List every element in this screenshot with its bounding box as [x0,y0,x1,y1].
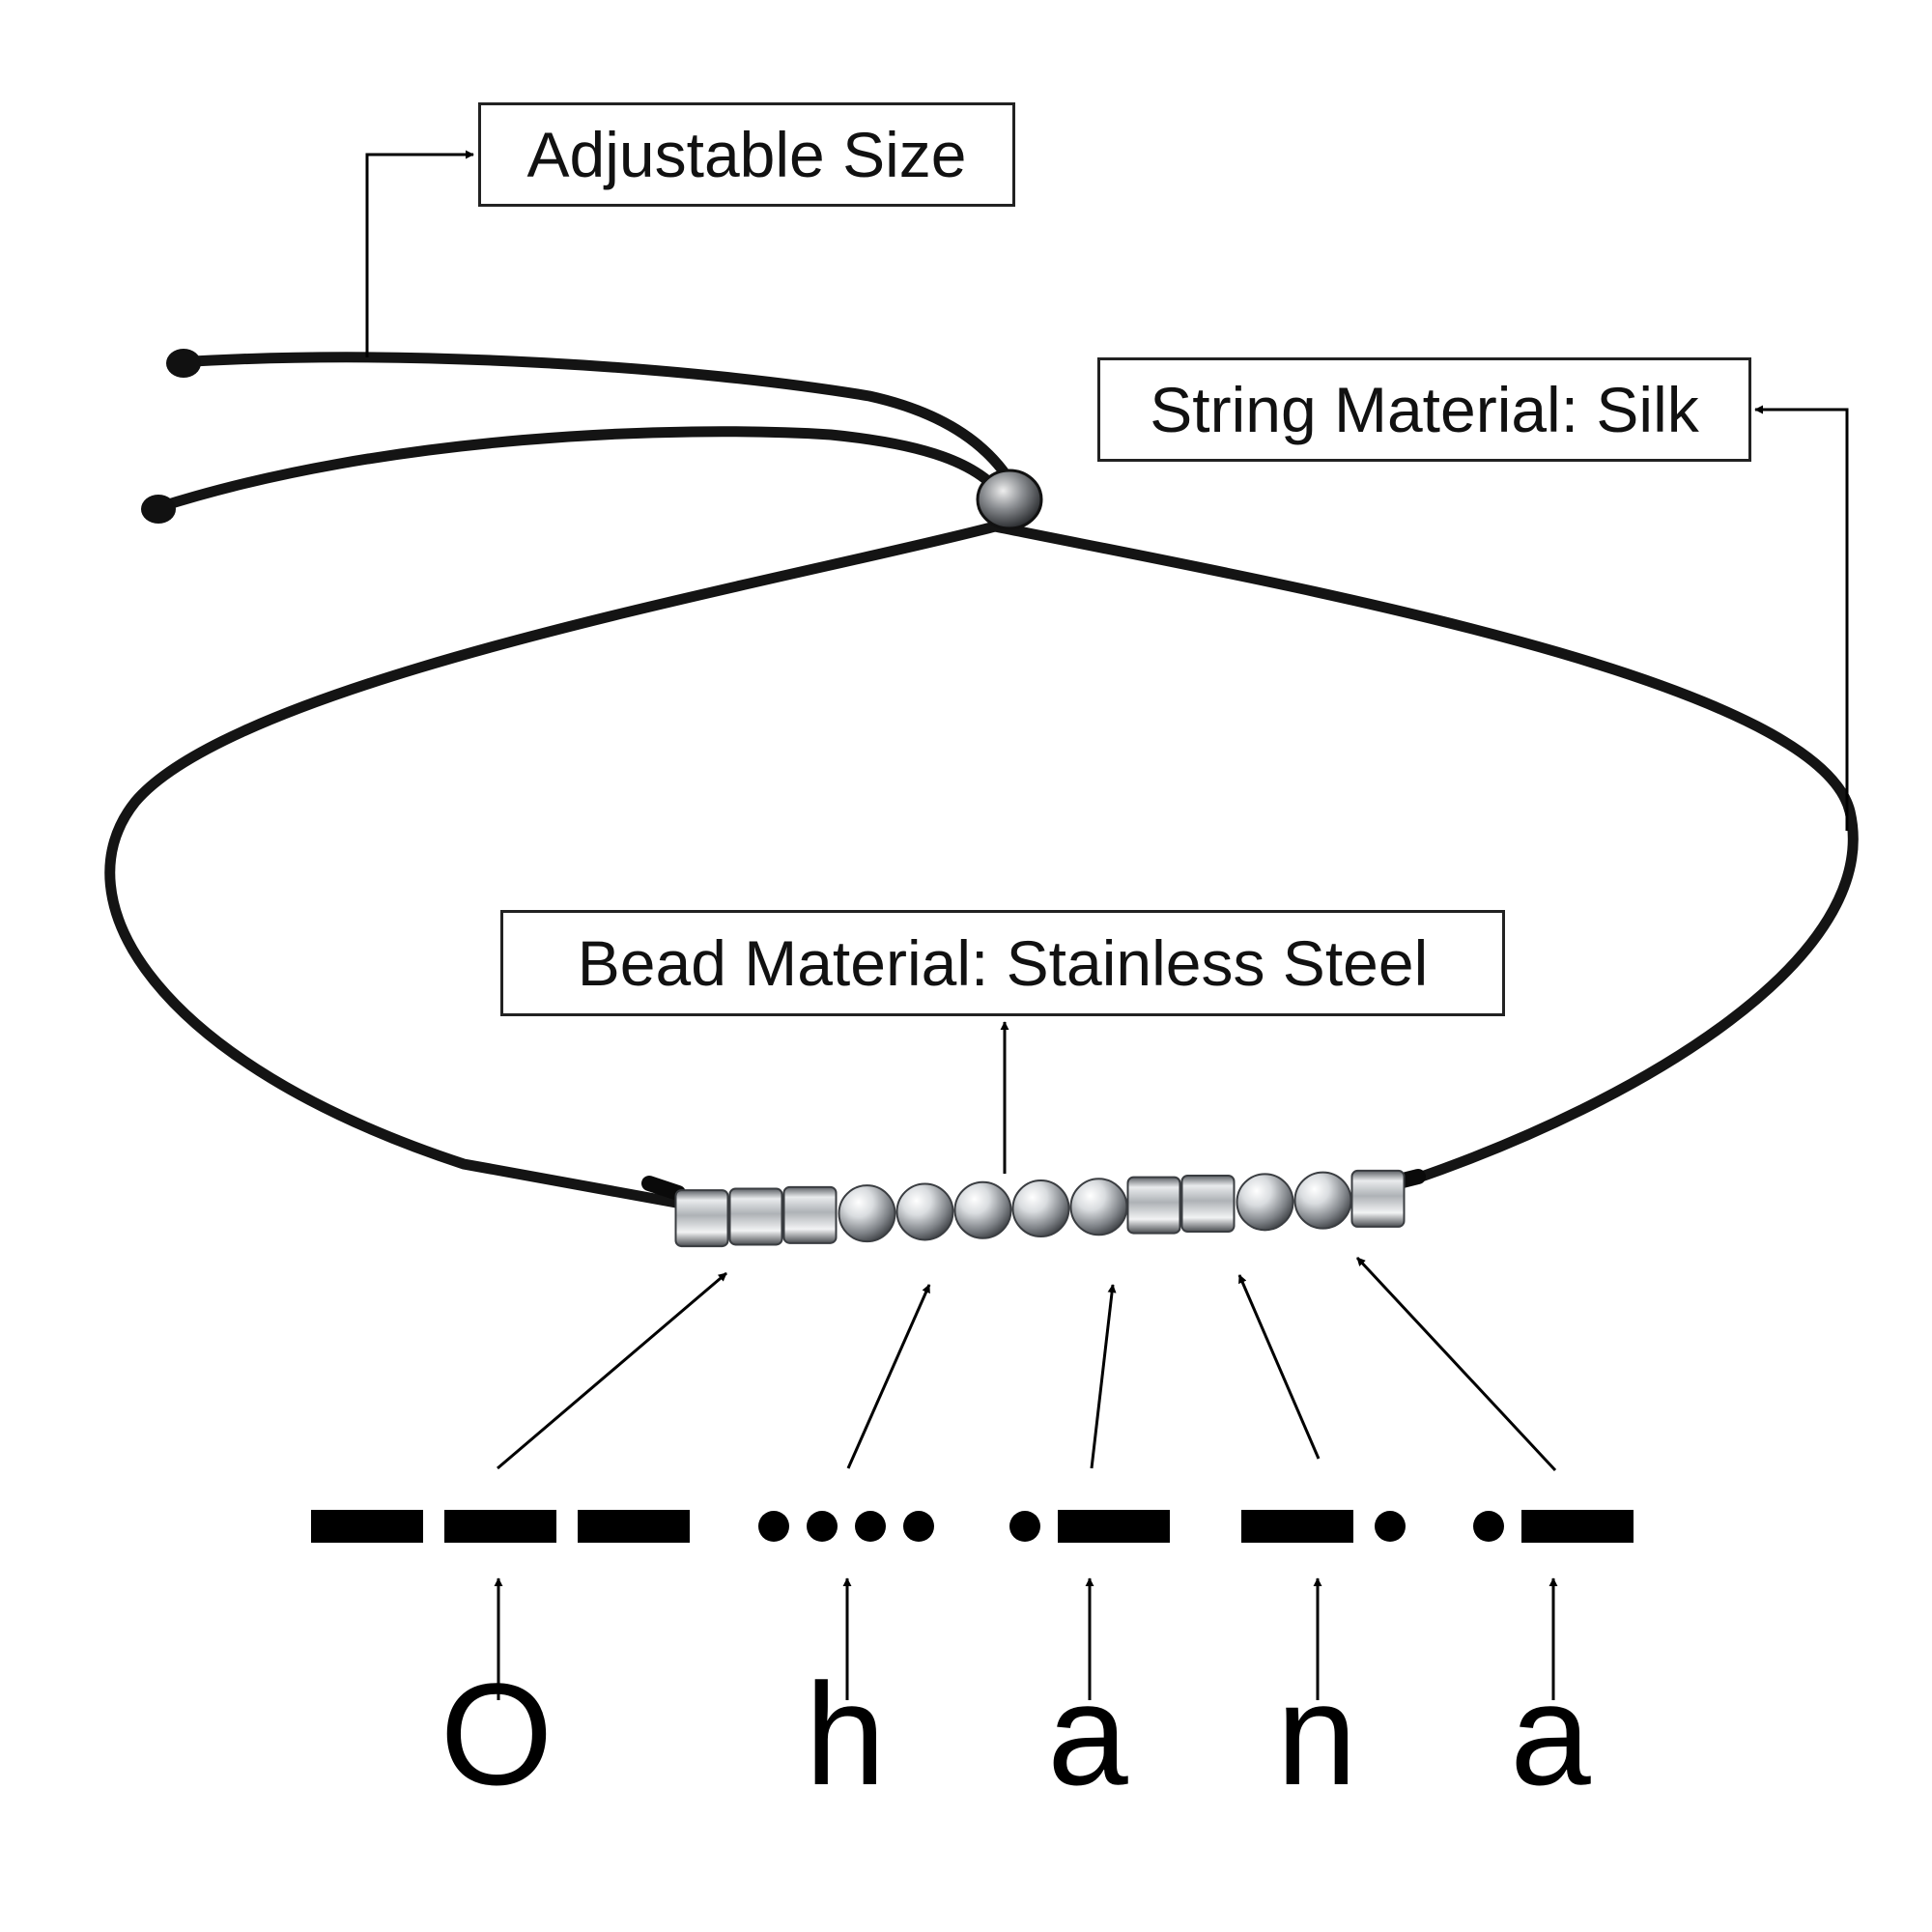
callout-arrows [365,150,1849,1174]
bead-ball [1293,1171,1352,1230]
bead-ball [953,1180,1012,1239]
morse-dash [1521,1510,1634,1543]
bead-tube [674,1189,729,1248]
adjustable-size-label: Adjustable Size [478,102,1015,207]
letter-h: h [805,1653,886,1815]
morse-dash [311,1510,423,1543]
letter-to-morse-arrows [494,1577,1558,1700]
morse-dash [1241,1510,1353,1543]
cord-loop-left [104,521,1001,1208]
morse-dash [1058,1510,1170,1543]
letter-o: O [440,1653,554,1815]
bead-row [674,1169,1406,1248]
letter-a-first: a [1047,1653,1128,1815]
string-material-arrow [1754,405,1849,831]
bead-tube [1126,1176,1181,1235]
morse-code-row [311,1510,1634,1543]
morse-dot [855,1511,886,1542]
bead-ball [895,1182,954,1241]
bead-ball [838,1184,896,1243]
adjustable-size-arrow [365,150,474,357]
slider-bead [976,469,1043,530]
letter-a-second: a [1510,1653,1591,1815]
cord-loop-right [989,521,1859,1186]
morse-to-bead-arrows [497,1256,1557,1472]
morse-arrow-n [1237,1274,1321,1460]
bead-ball [1011,1179,1070,1237]
morse-dash [578,1510,690,1543]
morse-dot [1375,1511,1406,1542]
morse-dot [1473,1511,1504,1542]
morse-dot [807,1511,838,1542]
morse-dot [903,1511,934,1542]
cord-end-upper [173,352,1020,494]
bead-tube [782,1185,838,1244]
cord-knot-lower [141,495,176,524]
morse-arrow-o [497,1271,727,1470]
morse-dot [758,1511,789,1542]
bead-tube [728,1187,783,1246]
cord [104,349,1859,1208]
bead-ball [1236,1173,1294,1232]
cord-knot-left-of-beads [641,1176,686,1201]
cord-knot-upper [166,349,201,378]
bead-tube [1350,1169,1406,1228]
morse-dash [444,1510,556,1543]
bead-material-label: Bead Material: Stainless Steel [500,910,1505,1016]
morse-arrow-a1 [1090,1284,1117,1469]
string-material-label: String Material: Silk [1097,357,1751,462]
morse-dot [1009,1511,1040,1542]
bead-ball [1069,1178,1128,1236]
bead-tube [1180,1174,1236,1233]
morse-arrow-h [846,1284,931,1469]
cord-end-lower [154,426,1006,513]
letter-n: n [1276,1653,1357,1815]
morse-arrow-a2 [1355,1256,1557,1472]
